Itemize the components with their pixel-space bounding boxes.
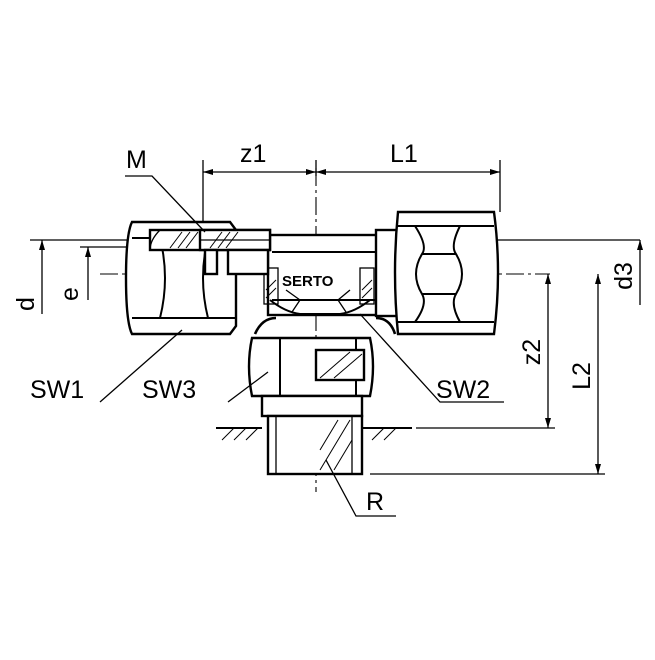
branch-nut bbox=[247, 336, 375, 398]
leader-SW1 bbox=[99, 329, 183, 403]
label-d: d bbox=[12, 297, 40, 311]
label-e: e bbox=[56, 287, 84, 301]
leader-M bbox=[125, 175, 206, 233]
leader-R bbox=[325, 459, 396, 517]
label-SW2: SW2 bbox=[436, 376, 490, 404]
thread-stub bbox=[260, 394, 364, 476]
leader-SW3 bbox=[227, 371, 269, 403]
brand-mark: SERTO bbox=[282, 273, 334, 290]
leader-lines bbox=[99, 175, 504, 517]
label-SW3: SW3 bbox=[142, 376, 196, 404]
label-z1: z1 bbox=[240, 140, 266, 168]
label-z2: z2 bbox=[518, 339, 546, 365]
label-M: M bbox=[126, 146, 147, 174]
left-nut bbox=[124, 220, 272, 336]
dimension-lines bbox=[39, 169, 643, 474]
right-nut bbox=[374, 210, 500, 336]
label-d3: d3 bbox=[610, 262, 638, 290]
label-L2: L2 bbox=[568, 362, 596, 390]
label-SW1: SW1 bbox=[30, 376, 84, 404]
mounting-surface bbox=[216, 427, 412, 441]
leader-SW2 bbox=[359, 313, 504, 403]
dimension-labels: M z1 L1 d e d3 z2 L2 SW1 SW3 SW2 R bbox=[12, 140, 638, 516]
label-R: R bbox=[366, 488, 384, 516]
label-L1: L1 bbox=[390, 140, 418, 168]
